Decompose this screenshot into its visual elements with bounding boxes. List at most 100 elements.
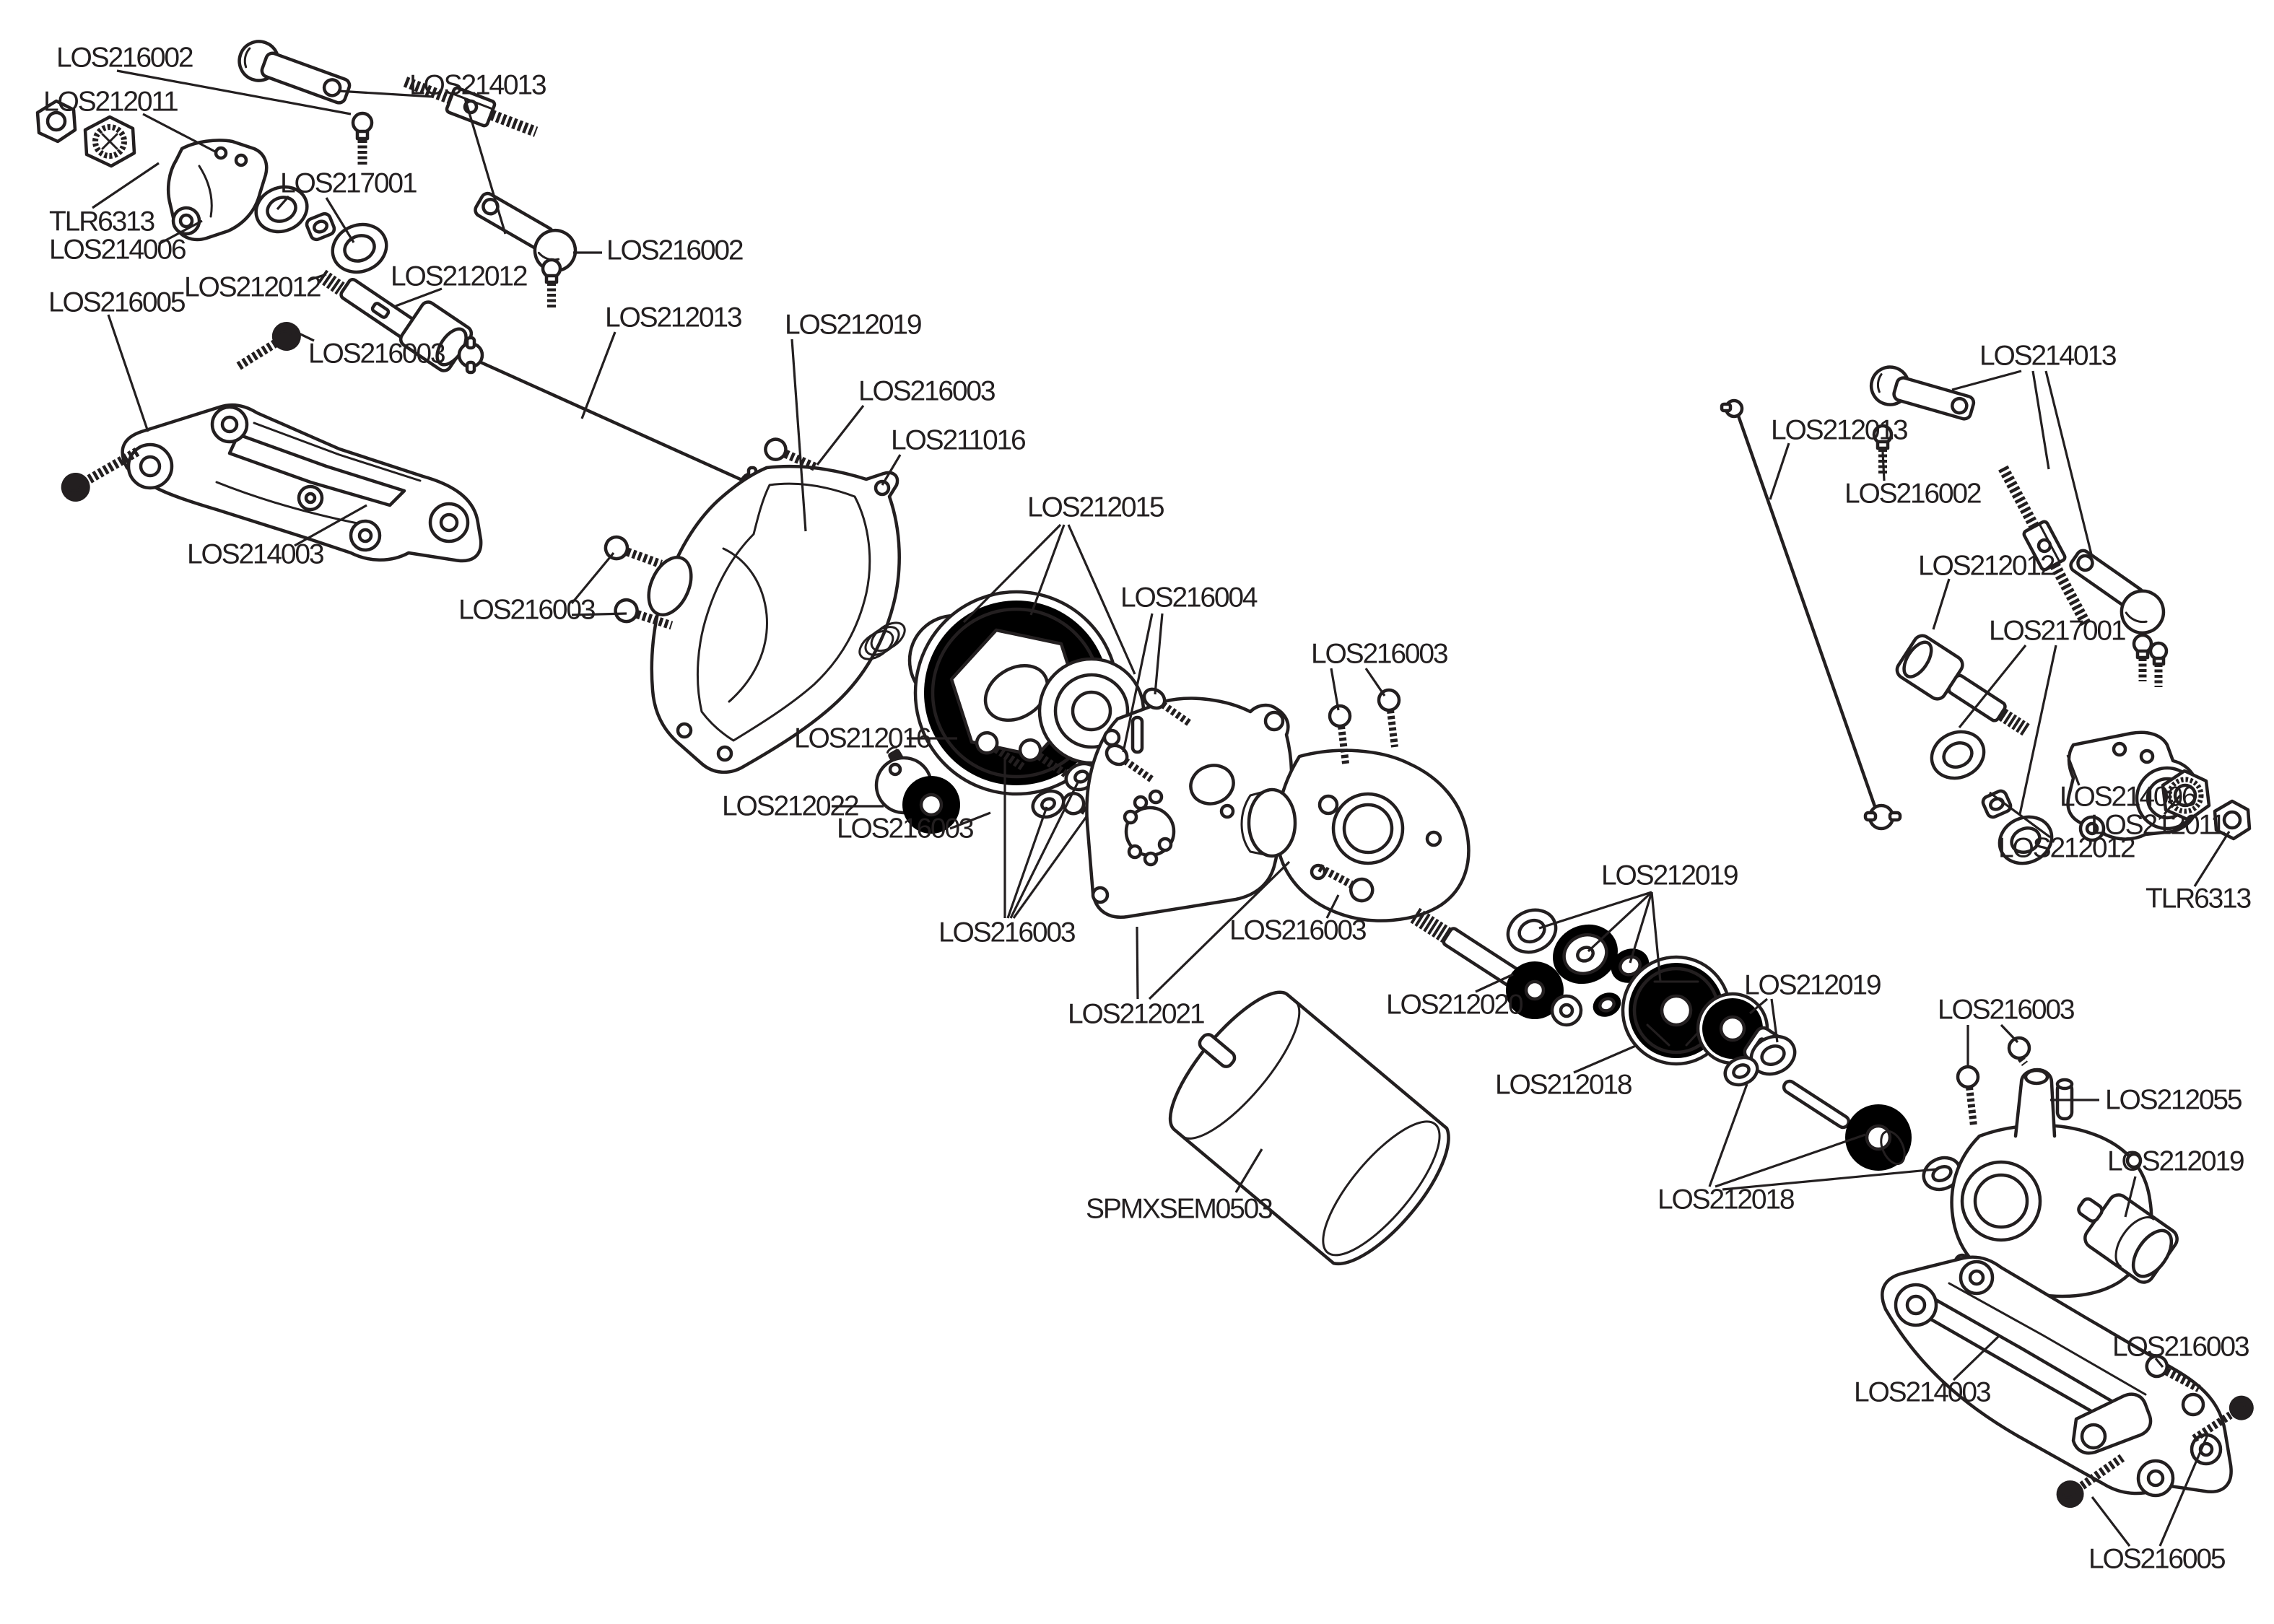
dogbone-right [1720,398,1902,831]
leader-line [2066,754,2081,786]
wheel-nut-right-serrated [2161,769,2211,822]
motor-plate [1085,687,1294,919]
leader-line [1573,1044,1638,1074]
part-label-los214006-40: LOS214006 [2060,782,2196,813]
screw-arm-right-216003 [2145,1354,2201,1392]
part-label-los216003-23: LOS216003 [938,917,1075,948]
part-label-los214006-3: LOS214006 [49,235,186,266]
part-label-los216005-46: LOS216005 [2088,1544,2226,1575]
leader-line [1952,1335,2000,1381]
motor [1168,990,1450,1266]
leader-line [1650,891,1662,982]
leader-line [790,339,807,532]
part-label-los212019-30: LOS212019 [1744,970,1881,1001]
leader-line [570,551,615,605]
leader-line [1475,973,1514,993]
leader-line [571,612,627,616]
wheel-hex-left [83,115,136,168]
washer-1 [1031,789,1066,819]
part-label-spmxsem0503-26: SPMXSEM0503 [1086,1194,1272,1225]
leader-line [1122,613,1154,753]
leader-line [881,454,902,486]
screw-los216003-left [236,321,301,370]
leader-line [107,314,149,432]
leader-line [2124,1176,2137,1218]
drive-cup-left [398,300,474,372]
part-label-los214003-7: LOS214003 [187,539,323,570]
leader-line [1330,668,1340,711]
leader-line [1769,442,1790,500]
part-label-los212018-29: LOS212018 [1495,1070,1632,1101]
bearing-left-1 [254,185,309,234]
screw-cover-3 [764,437,817,471]
knuckle-hole [214,146,228,160]
wheel-nut-left [35,99,77,144]
leader-line [295,331,315,342]
leader-line [395,287,443,307]
leader-line [2163,794,2182,816]
leader-line [1029,524,1066,616]
knuckle-assembly-right [1895,633,2252,865]
part-label-los212012-4: LOS212012 [184,272,321,303]
leader-line [2091,1496,2131,1547]
screw-cluster-c [1061,791,1113,832]
leader-line [1009,780,1080,919]
leader-line [325,197,355,243]
leader-line [337,90,434,98]
leader-line [1770,998,1779,1043]
leader-line [2018,645,2057,815]
part-label-los216005-5: LOS216005 [48,287,186,318]
part-label-los216002-0: LOS216002 [56,43,193,74]
cover-tab-hole [874,479,891,497]
screw-cluster-b [1018,738,1070,779]
leader-line [1006,806,1048,919]
part-label-los212022-19: LOS212022 [722,791,858,822]
suspension-arm-right [1881,1255,2254,1509]
part-label-los212011-1: LOS212011 [43,87,178,118]
ball-stud-left-b [541,258,562,309]
rod-end-right-upper [1869,365,1976,421]
part-label-los214013-35: LOS214013 [1979,341,2116,372]
dogbone-left [457,336,766,505]
part-label-los212013-12: LOS212013 [605,302,741,333]
bearing-idler-large [1749,1034,1797,1076]
bearing-left-2 [331,222,388,274]
screw-gearbox-left-2 [1377,688,1401,748]
part-label-tlr6313-2: TLR6313 [49,206,154,237]
part-label-los212016-18: LOS212016 [794,723,931,754]
part-label-los212012-42: LOS212012 [1998,833,2135,864]
part-label-los212018-31: LOS212018 [1657,1184,1794,1215]
leader-line [1958,644,2027,729]
leader-line [1154,613,1164,695]
spacer-left [305,211,336,242]
part-label-los216003-14: LOS216003 [858,376,995,407]
part-label-los216002-10: LOS216002 [606,235,743,266]
leader-line [308,273,327,281]
leader-line [1234,1148,1263,1193]
knuckle-hole [234,153,248,167]
leader-line [1538,891,1652,930]
steering-link-right [1869,365,2169,687]
leader-line [2154,1357,2164,1368]
part-label-los216003-17: LOS216003 [458,595,595,626]
rod-end-left-upper [238,40,352,105]
leader-line [962,523,1062,624]
gearbox-left-half [1240,688,1471,922]
leader-line [1148,860,1291,1000]
pinion-los212022 [874,756,960,834]
leader-line [1629,891,1653,964]
leader-line [580,331,617,419]
motor-shaft [1198,1033,1237,1068]
part-label-los212012-38: LOS212012 [1918,551,2055,582]
leader-line [1587,891,1653,953]
leader-line [158,219,203,245]
slipper-spur-group [858,590,1146,834]
ball-stud-left-a [351,111,374,165]
leader-line [2000,1023,2019,1044]
knuckle-assembly-left [35,99,474,372]
part-label-los216003-32: LOS216003 [1938,995,2074,1026]
part-label-los211016-15: LOS211016 [891,425,1025,456]
part-label-los212011-41: LOS212011 [2091,810,2225,841]
turnbuckle-left [403,77,539,137]
part-label-los216003-6: LOS216003 [308,339,445,370]
